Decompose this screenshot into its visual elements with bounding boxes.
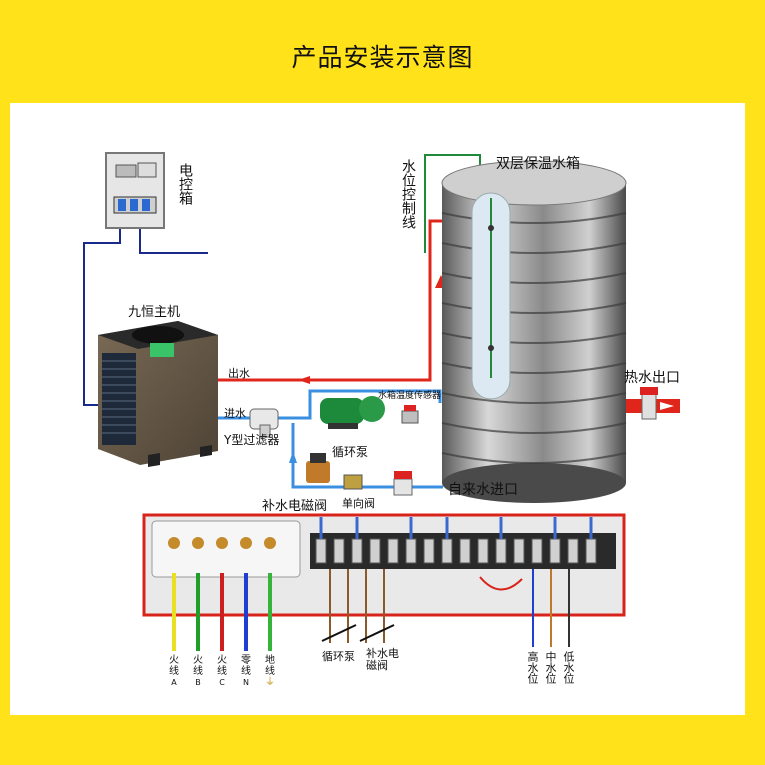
hot-water-outlet [626,387,680,420]
diagram-panel: 电控箱 九恒主机 出水 进水 Y型过滤器 循环泵 水箱温度传感器 水位控制线 双… [10,103,745,715]
level-high-label: 高水位 [526,651,539,684]
pump-wire-label: 循环泵 [322,650,355,663]
outlet-water-label: 出水 [228,367,250,380]
y-filter [249,408,279,438]
level-low-label: 低水位 [562,651,575,684]
level-mid-label: 中水位 [544,651,557,684]
tank-sensor-label: 水箱温度传感器 [378,391,442,401]
valve-wire-label: 补水电磁阀 [366,647,399,672]
page-title: 产品安装示意图 [291,43,474,72]
return-pipe [218,389,442,420]
installation-diagram [83,152,680,651]
inlet-water-label: 进水 [224,407,246,420]
ground-icon: ⏚ [265,677,275,688]
y-filter-label: Y型过滤器 [224,433,280,447]
main-unit-label: 九恒主机 [128,305,181,320]
signal-wire [83,229,121,406]
control-box [105,152,165,229]
hot-water-pipe [218,219,448,382]
circulation-pump-label: 循环泵 [332,445,369,459]
terminal-label-ground: 地线⏚ [265,655,275,688]
level-wire-label: 水位控制线 [400,159,416,229]
power-wires [172,573,272,651]
solenoid-valve [306,453,413,496]
level-wires [532,569,570,647]
tap-pipe [291,458,443,489]
check-valve-label: 单向阀 [342,497,375,510]
water-tank [441,160,627,503]
control-box-label: 电控箱 [177,163,193,205]
tank-valve [401,405,419,424]
heat-pump-unit [98,321,218,467]
tap-inlet-label: 自来水进口 [448,482,518,498]
tank-label: 双层保温水箱 [496,156,580,172]
circulation-pump [320,396,385,429]
hot-outlet-label: 热水出口 [624,370,680,386]
makeup-valve-label: 补水电磁阀 [262,499,328,514]
